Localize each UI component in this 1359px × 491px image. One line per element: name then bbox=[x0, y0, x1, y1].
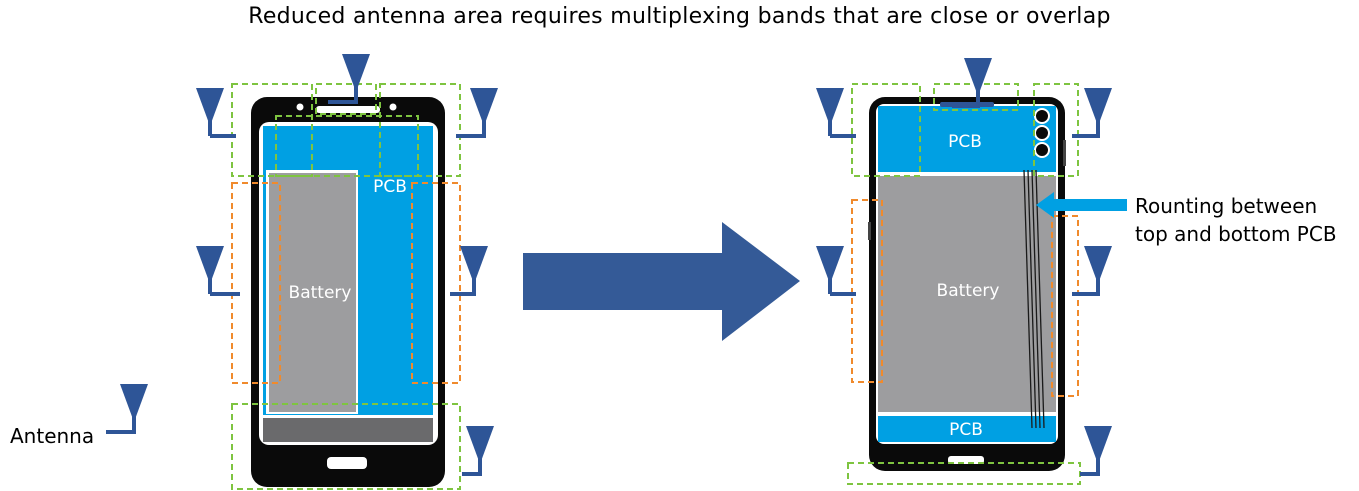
right-pcb-bottom bbox=[878, 416, 1056, 442]
legend-antenna-label: Antenna bbox=[10, 424, 95, 448]
antenna-icon bbox=[462, 426, 494, 476]
right-zone-top-left bbox=[851, 83, 921, 177]
left-zone-mid-right bbox=[411, 182, 461, 384]
left-battery bbox=[269, 173, 356, 412]
diagram-title: Reduced antenna area requires multiplexi… bbox=[248, 4, 1111, 29]
left-zones bbox=[231, 83, 461, 490]
antenna-icon bbox=[196, 246, 240, 296]
antenna-icon bbox=[106, 384, 148, 434]
left-zone-mid-left bbox=[231, 182, 281, 384]
routing-note-line2: top and bottom PCB bbox=[1135, 222, 1337, 246]
antenna-icon bbox=[952, 58, 992, 108]
left-earpiece bbox=[316, 106, 380, 113]
right-battery-label: Battery bbox=[937, 281, 1000, 301]
antenna-icon bbox=[328, 54, 370, 104]
routing-note-line1: Rounting between bbox=[1135, 194, 1318, 218]
routing-lines bbox=[1023, 169, 1045, 429]
left-zone-bottom bbox=[231, 403, 461, 490]
routing-note: Rounting between top and bottom PCB bbox=[1135, 192, 1337, 248]
left-zone-top-inner bbox=[275, 115, 419, 177]
left-home-button bbox=[327, 457, 367, 469]
right-zone-mid-right bbox=[1051, 215, 1079, 397]
right-pcb-bottom-label: PCB bbox=[949, 420, 983, 440]
right-zone-mid-left bbox=[851, 199, 883, 383]
left-battery-label: Battery bbox=[289, 283, 352, 303]
right-antennas bbox=[816, 58, 1112, 476]
left-zone-top-right bbox=[379, 83, 461, 177]
camera-icon bbox=[1034, 108, 1050, 158]
transition-arrow bbox=[523, 222, 800, 341]
left-bottom-board bbox=[263, 418, 433, 442]
left-zone-top-left bbox=[231, 83, 313, 177]
right-pcb-top bbox=[878, 106, 1056, 172]
right-zone-top-right bbox=[1033, 83, 1079, 177]
right-phone bbox=[868, 97, 1066, 471]
left-antennas bbox=[196, 54, 498, 476]
antenna-icon bbox=[450, 246, 488, 296]
antenna-icon bbox=[816, 246, 856, 296]
antenna-icon bbox=[1080, 426, 1112, 476]
right-pcb-top-label: PCB bbox=[948, 132, 982, 152]
antenna-icon bbox=[1072, 246, 1112, 296]
right-home-button bbox=[948, 456, 984, 464]
antenna-icon bbox=[1072, 88, 1112, 138]
routing-arrow bbox=[1036, 192, 1127, 218]
antenna-icon bbox=[196, 88, 236, 138]
antenna-icon bbox=[456, 88, 498, 138]
antenna-icon bbox=[816, 88, 856, 138]
left-zone-top-center bbox=[315, 83, 377, 115]
left-pcb-label: PCB bbox=[373, 177, 407, 197]
left-phone bbox=[251, 97, 445, 487]
right-battery bbox=[878, 176, 1056, 412]
